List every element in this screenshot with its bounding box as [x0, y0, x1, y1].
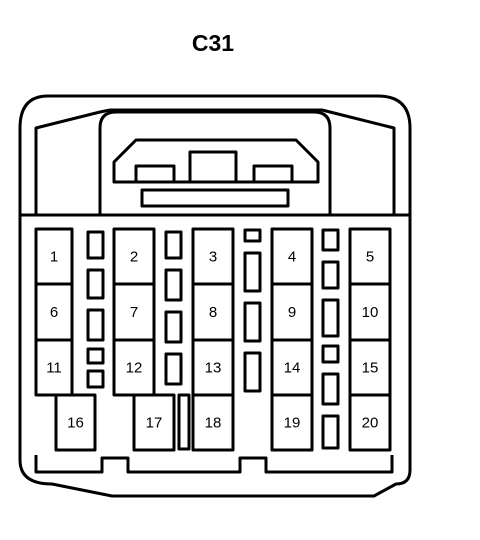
pin-label: 20: [362, 415, 379, 432]
pin-label: 2: [130, 249, 138, 266]
pin-label: 15: [362, 360, 379, 377]
pin-cavity-20: 20: [348, 393, 392, 452]
pin-cavity-11: 11: [34, 338, 74, 397]
connector-housing: [18, 94, 412, 498]
pin-label: 12: [126, 360, 143, 377]
pin-cavity-17: 17: [132, 393, 176, 452]
pin-cavity-9: 9: [270, 282, 314, 342]
pin-cavity-box: [270, 393, 314, 452]
pin-label: 5: [366, 249, 374, 266]
pin-label: 1: [50, 249, 58, 266]
pin-cavity-5: 5: [348, 227, 392, 286]
locking-tab: [112, 138, 320, 184]
pin-cavity-1: 1: [34, 227, 74, 286]
pin-cavity-6: 6: [34, 282, 74, 342]
tab-window-left: [134, 164, 176, 184]
pin-cavity-15: 15: [348, 338, 392, 397]
pin-label: 4: [288, 249, 296, 266]
lock-housing: [98, 110, 332, 215]
pin-cavity-8: 8: [191, 282, 235, 342]
pin-label: 7: [130, 304, 138, 321]
pin-cavity-2: 2: [112, 227, 156, 286]
pin-cavity-box: [54, 393, 97, 452]
pin-label: 9: [288, 304, 296, 321]
pin-label: 13: [205, 360, 222, 377]
pin-cavity-18: 18: [191, 393, 235, 452]
pin-cavity-14: 14: [270, 338, 314, 397]
pin-cavity-10: 10: [348, 282, 392, 342]
pin-label: 16: [67, 415, 84, 432]
pin-cavity-3: 3: [191, 227, 235, 286]
pin-label: 6: [50, 304, 58, 321]
pin-cavity-16: 16: [54, 393, 97, 452]
pin-cavity-box: [132, 393, 176, 452]
pin-label: 14: [284, 360, 301, 377]
pin-cavity-12: 12: [112, 338, 156, 397]
tab-window-right: [252, 164, 294, 184]
pin-label: 3: [209, 249, 217, 266]
pin-cavity-box: [191, 393, 235, 452]
pin-cavity-box: [34, 338, 74, 397]
pin-label: 18: [205, 415, 222, 432]
pin-label: 11: [46, 360, 62, 377]
pin-label: 8: [209, 304, 217, 321]
pin-cavity-box: [348, 393, 392, 452]
bottom-lip: [34, 455, 394, 474]
lock-slot: [140, 188, 290, 208]
pin-cavity-7: 7: [112, 282, 156, 342]
aux-cavities: [86, 228, 340, 451]
pin-label: 10: [362, 304, 379, 321]
tab-window-center: [188, 150, 238, 184]
pin-label: 17: [146, 415, 163, 432]
pin-cavity-13: 13: [191, 338, 235, 397]
connector-title: C31: [192, 30, 234, 56]
pin-cavity-4: 4: [270, 227, 314, 286]
connector-inner-shell: [34, 108, 396, 215]
pin-label: 19: [284, 415, 301, 432]
pin-cavity-19: 19: [270, 393, 314, 452]
